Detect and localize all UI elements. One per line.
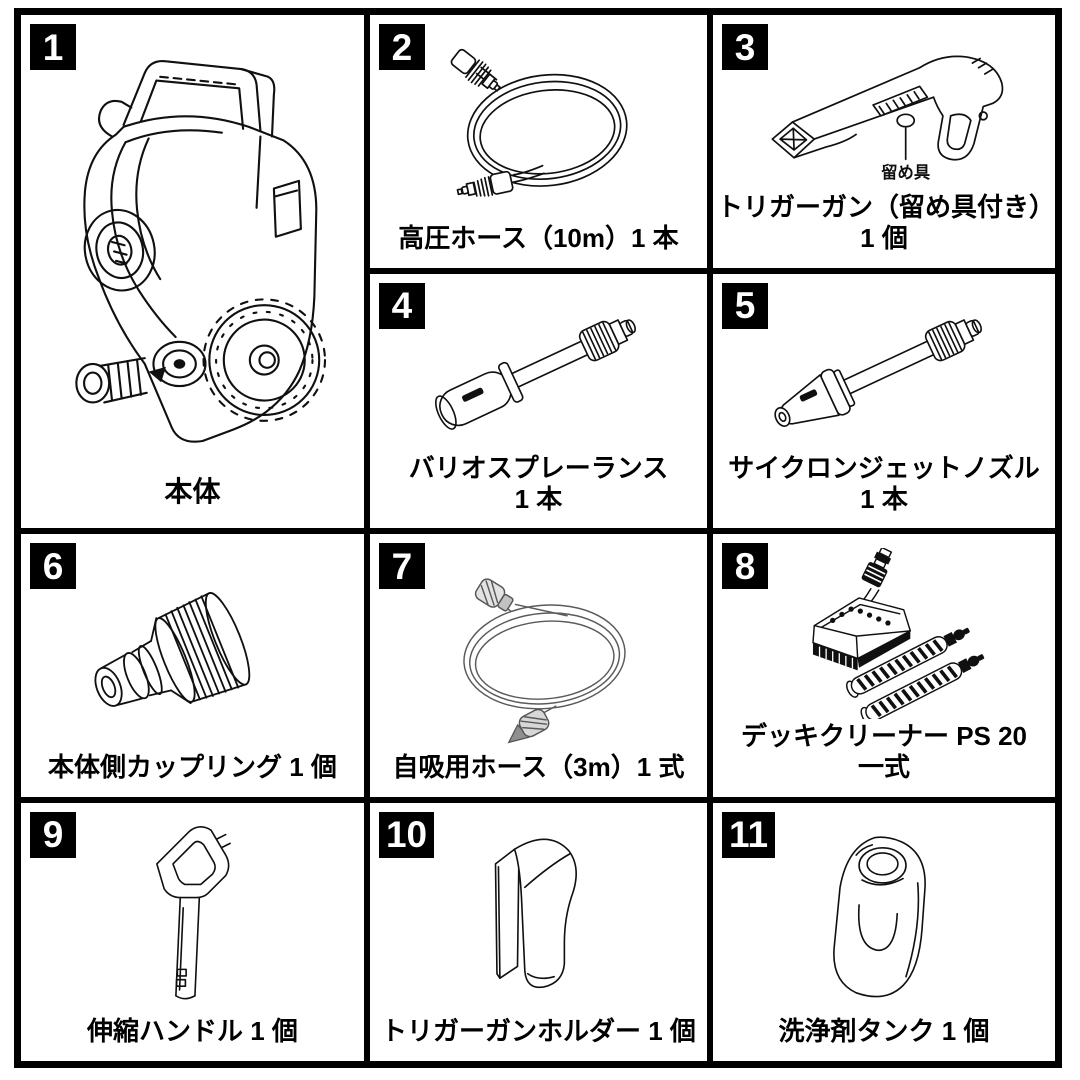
part-label: トリガーガン（留め具付き）1 個	[717, 192, 1055, 253]
suction-hose-illustration-area	[370, 534, 707, 750]
main-unit-illustration-area	[21, 15, 364, 473]
trigger-gun-illustration: 留め具	[771, 55, 1004, 182]
part-cell-trigger-gun-holder: 10 トリガーガンホルダー 1 個	[369, 802, 708, 1061]
part-cell-self-priming-hose: 7	[369, 534, 708, 797]
part-cell-trigger-gun: 3 留め具 トリガーガン（留め具付き）1 個	[713, 15, 1055, 268]
trigger-gun-holder-illustration	[495, 838, 578, 988]
part-cell-deck-cleaner: 8	[713, 534, 1055, 797]
hose-illustration-area	[370, 15, 707, 221]
cell-number-badge: 6	[30, 543, 76, 590]
part-label: 本体	[164, 476, 221, 508]
deck-cleaner-ps20-illustration	[812, 548, 985, 720]
cell-number-badge: 8	[722, 543, 769, 590]
detergent-tank-illustration	[833, 835, 926, 997]
cyclone-jet-nozzle-illustration	[774, 318, 982, 427]
part-label: トリガーガンホルダー 1 個	[381, 1016, 696, 1047]
pressure-washer-main-unit-illustration	[75, 59, 327, 443]
cell-number-badge: 9	[30, 811, 76, 858]
part-cell-detergent-tank: 11 洗浄剤タンク 1 個	[713, 802, 1055, 1061]
coupling-illustration-area	[21, 534, 364, 750]
high-pressure-hose-illustration	[451, 48, 629, 197]
cell-number-badge: 7	[378, 543, 425, 590]
part-label: 自吸用ホース（3m）1 式	[392, 751, 685, 782]
holder-illustration-area	[370, 803, 707, 1015]
tank-illustration-area	[713, 803, 1055, 1015]
part-cell-telescopic-handle: 9 伸縮ハンドル 1 個	[21, 802, 364, 1061]
trigger-gun-illustration-area: 留め具	[713, 15, 1055, 190]
fastener-annotation: 留め具	[881, 163, 931, 182]
cell-number-badge: 11	[722, 811, 776, 858]
cell-number-badge: 2	[378, 24, 425, 70]
part-cell-coupling: 6	[21, 534, 364, 797]
cell-number-badge: 3	[722, 24, 769, 70]
telescopic-handle-illustration	[156, 825, 232, 1000]
cell-number-badge: 1	[30, 24, 76, 70]
part-cell-main-unit: 1	[21, 15, 364, 529]
cell-number-badge: 10	[378, 811, 435, 858]
lance-illustration-area	[370, 274, 707, 451]
cell-number-badge: 5	[722, 282, 769, 329]
parts-grid: 1	[14, 8, 1062, 1068]
part-cell-vario-spray-lance: 4	[369, 273, 708, 529]
part-label: 伸縮ハンドル 1 個	[87, 1016, 298, 1047]
nozzle-illustration-area	[713, 274, 1055, 451]
vario-spray-lance-illustration	[435, 318, 637, 430]
part-label: 高圧ホース（10m）1 本	[398, 222, 679, 253]
part-cell-cyclone-jet-nozzle: 5	[713, 273, 1055, 529]
part-label: 本体側カップリング 1 個	[48, 751, 337, 782]
telescopic-handle-illustration-area	[21, 803, 364, 1015]
machine-side-coupling-illustration	[94, 592, 251, 707]
part-label: 洗浄剤タンク 1 個	[778, 1016, 990, 1047]
part-cell-high-pressure-hose: 2	[369, 15, 708, 268]
deck-cleaner-illustration-area	[713, 534, 1055, 720]
cell-number-badge: 4	[378, 282, 425, 329]
self-priming-hose-illustration	[463, 578, 627, 744]
